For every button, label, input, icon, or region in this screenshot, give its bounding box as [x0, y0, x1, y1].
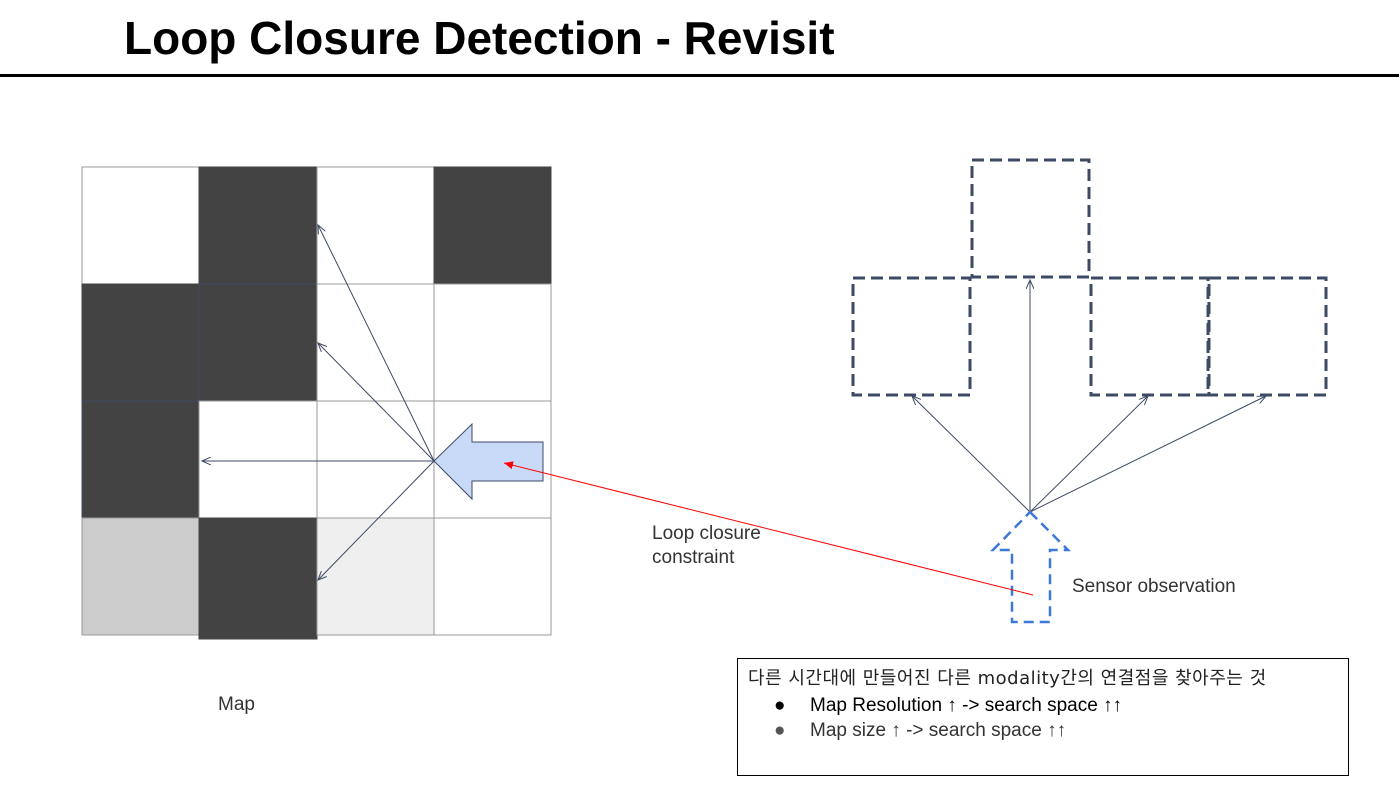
- bullet-icon: ●: [774, 720, 786, 741]
- grid-cell-unknown: [81, 517, 200, 636]
- bullet-icon: ●: [774, 695, 786, 716]
- loop-closure-label-line2: constraint: [652, 547, 735, 568]
- loop-closure-constraint-arrow: [503, 461, 1034, 596]
- occupancy-grid-map: [81, 166, 552, 640]
- note-bullet-list: ● Map Resolution ↑ -> search space ↑↑ ● …: [748, 693, 1338, 743]
- note-bullet-text: Map size ↑ -> search space ↑↑: [810, 720, 1067, 741]
- observation-cell: [1207, 276, 1328, 397]
- grid-cell-occupied: [433, 166, 552, 285]
- note-bullet-item: ● Map Resolution ↑ -> search space ↑↑: [774, 693, 1338, 718]
- grid-cell-occupied: [198, 517, 318, 640]
- scan-ray: [318, 460, 435, 580]
- map-scan-rays: [202, 225, 435, 580]
- grid-cell-free: [433, 283, 552, 402]
- observation-cells: [851, 158, 1328, 397]
- grid-cell-occupied: [81, 400, 200, 519]
- loop-closure-label-line1: Loop closure: [652, 523, 761, 544]
- grid-cell-unknown: [316, 517, 435, 636]
- title-rule: [0, 74, 1399, 77]
- note-box: 다른 시간대에 만들어진 다른 modality간의 연결점을 찾아주는 것 ●…: [737, 658, 1349, 776]
- grid-cell-occupied: [198, 166, 318, 285]
- sensor-pose-arrow: [990, 510, 1072, 624]
- sensor-ray: [1029, 396, 1266, 513]
- sensor-ray: [912, 396, 1031, 513]
- scan-ray: [318, 343, 435, 462]
- grid-cell-free: [198, 400, 318, 519]
- grid-cell-free: [433, 517, 552, 636]
- map-label: Map: [218, 694, 255, 715]
- robot-pose-arrow: [433, 422, 544, 501]
- grid-cell-occupied: [198, 283, 318, 402]
- sensor-ray: [1029, 396, 1148, 513]
- grid-cell-free: [316, 400, 435, 519]
- observation-cell: [970, 158, 1091, 279]
- sensor-observation-label: Sensor observation: [1072, 576, 1236, 597]
- loop-closure-label: Loop closure constraint: [652, 522, 761, 570]
- observation-cell: [851, 276, 972, 397]
- grid-cell-occupied: [81, 283, 200, 402]
- grid-cell-free: [81, 166, 200, 285]
- note-text: 다른 시간대에 만들어진 다른 modality간의 연결점을 찾아주는 것: [748, 668, 1267, 689]
- scan-ray: [318, 225, 435, 462]
- sensor-rays: [912, 280, 1266, 513]
- grid-cell-free: [316, 166, 435, 285]
- note-bullet-text: Map Resolution ↑ -> search space ↑↑: [810, 695, 1123, 716]
- slide-title: Loop Closure Detection - Revisit: [124, 12, 835, 64]
- observation-cell: [1089, 276, 1210, 397]
- note-bullet-item: ● Map size ↑ -> search space ↑↑: [774, 718, 1338, 743]
